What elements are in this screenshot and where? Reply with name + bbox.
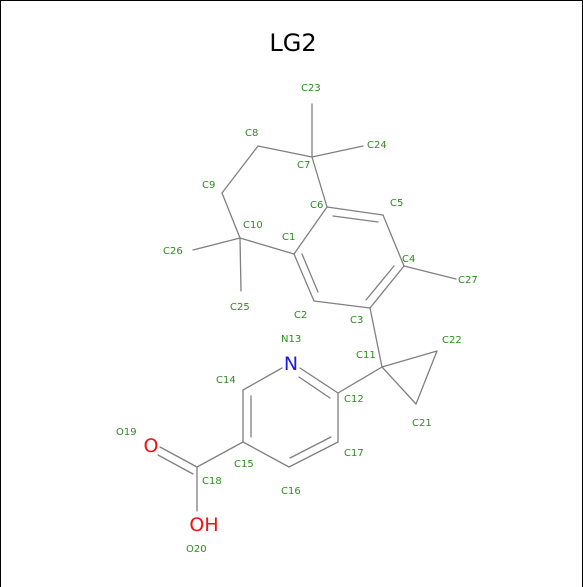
bond-c18-o19 — [159, 446, 198, 468]
atom-label-c25: C25 — [230, 302, 250, 313]
bond-c11-c21 — [381, 366, 417, 405]
bond-c21-c22 — [415, 350, 438, 405]
bond-c9-c8 — [221, 145, 259, 194]
bond-c10-c25 — [239, 237, 242, 292]
bond-n13-c14 — [242, 367, 283, 391]
atom-label-c14: C14 — [216, 375, 236, 386]
bond-c6-c5 — [326, 206, 384, 216]
atom-label-c27: C27 — [458, 275, 478, 286]
atom-label-c5: C5 — [390, 198, 403, 209]
bond-c4-c3 — [369, 265, 405, 309]
atom-label-c3: C3 — [350, 315, 363, 326]
bond-c4-c3-inner — [365, 265, 395, 301]
bond-c16-c17 — [288, 441, 339, 468]
bond-c8-c7 — [257, 145, 313, 158]
bond-c11-c22 — [381, 350, 438, 368]
bond-c6-c5-inner — [332, 215, 379, 223]
hydroxyl-group: OH — [189, 514, 218, 536]
bond-c4-c27 — [403, 265, 457, 280]
atom-label-c1: C1 — [282, 232, 295, 243]
bond-c12-n13-inner — [298, 376, 331, 399]
bond-c15-c16 — [242, 441, 290, 468]
atom-label-c12: C12 — [344, 394, 364, 405]
bond-c1-c6 — [293, 206, 328, 255]
nitrogen-atom: N — [284, 353, 298, 375]
bond-c2-c1-inner — [301, 253, 319, 293]
atom-label-c18: C18 — [202, 476, 222, 487]
atom-label-c26: C26 — [163, 246, 183, 257]
atom-label-c6: C6 — [310, 200, 323, 211]
bond-c15-c18 — [196, 441, 244, 468]
bond-c12-n13 — [299, 367, 339, 394]
atom-label-c8: C8 — [245, 128, 258, 139]
atom-label-c2: C2 — [294, 310, 307, 321]
atom-label-c24: C24 — [367, 140, 387, 151]
bond-c16-c17-inner — [289, 436, 332, 459]
atom-label-c21: C21 — [412, 418, 432, 429]
bond-c18-o19-double — [157, 454, 194, 475]
bond-c3-c2 — [313, 300, 371, 309]
atom-label-c7: C7 — [297, 160, 310, 171]
bond-c2-c1 — [293, 253, 315, 302]
atom-label-o19: O19 — [116, 427, 137, 438]
ligand-title: LG2 — [269, 29, 316, 57]
atom-label-c17: C17 — [344, 448, 364, 459]
atom-label-c4: C4 — [402, 254, 415, 265]
bond-c3-c11 — [369, 307, 383, 368]
atom-label-c9: C9 — [202, 180, 215, 191]
atom-label-n13: N13 — [281, 334, 301, 345]
bond-c7-c24 — [311, 145, 364, 158]
bond-c10-c26 — [192, 237, 241, 251]
atom-label-c22: C22 — [442, 335, 462, 346]
atom-label-c10: C10 — [243, 220, 263, 231]
atom-label-c23: C23 — [301, 83, 321, 94]
bond-c5-c4 — [382, 214, 405, 267]
bonds — [157, 103, 457, 512]
bond-c7-c6 — [311, 156, 328, 208]
carbonyl-oxygen-atom: O — [144, 435, 159, 457]
bond-c1-c10 — [239, 237, 295, 255]
atom-label-o20: O20 — [186, 544, 207, 555]
atom-label-c15: C15 — [234, 459, 254, 470]
bond-c10-c9 — [221, 192, 241, 239]
atom-labels: C1 C2 C3 C4 C5 C6 C7 C8 C9 C10 C11 C12 N… — [116, 83, 478, 555]
atom-label-c11: C11 — [356, 350, 376, 361]
bond-c11-c12 — [337, 366, 383, 394]
atom-label-c16: C16 — [281, 486, 301, 497]
